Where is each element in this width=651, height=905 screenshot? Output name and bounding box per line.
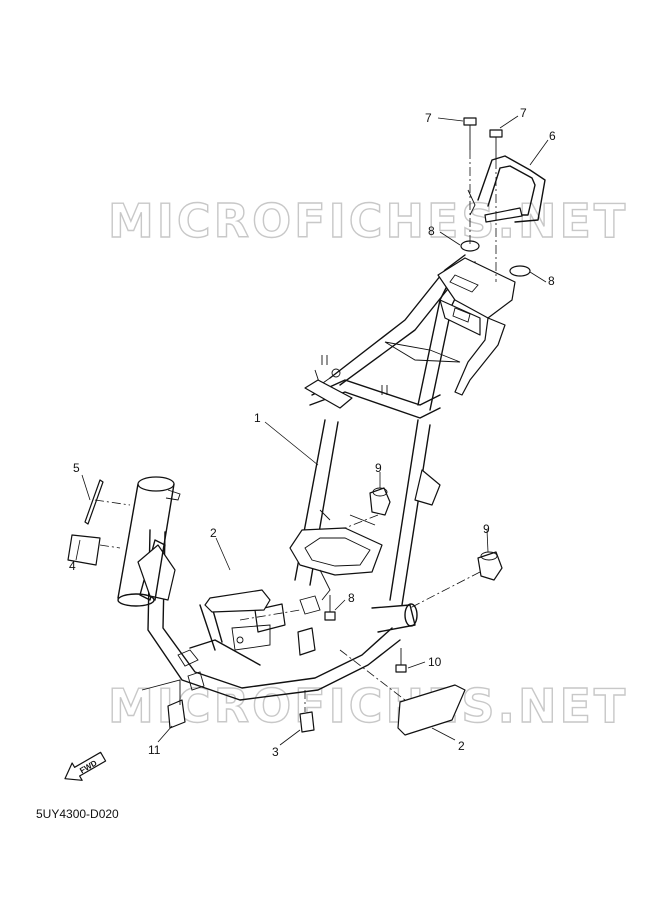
reference-code: 5UY4300-D020 [36,807,119,821]
head-pipe [117,476,181,607]
part-2-pad-lower [397,684,466,736]
leader-lines [75,115,549,746]
callout-8-center: 8 [348,591,355,605]
part-2-pad-upper [204,589,271,613]
callout-4: 4 [69,559,76,573]
part-7-bolts [463,117,503,160]
part-9-mount-upper [369,487,391,516]
callout-7-right: 7 [520,106,527,120]
part-11-pad [167,699,186,729]
callout-9-right: 9 [483,522,490,536]
part-3-pad [299,711,315,733]
assembly-lines [94,150,497,712]
watermark-top: MICROFICHES.NET [108,194,628,248]
forward-arrow-icon: FWD [64,751,107,781]
part-5-strip [84,479,104,525]
callout-5: 5 [73,461,80,475]
callout-11: 11 [148,743,161,757]
callout-8-right: 8 [548,274,555,288]
part-6-grab-bar [467,155,546,223]
callout-9-upper: 9 [375,461,382,475]
callout-2-lower: 2 [458,739,465,753]
part-10-bolt [395,648,407,673]
callout-1: 1 [254,411,261,425]
callout-10: 10 [428,655,442,669]
callout-2-upper: 2 [210,526,217,540]
part-8-cap-right [509,265,531,277]
callout-3: 3 [272,745,279,759]
callout-6: 6 [549,129,556,143]
callout-7-left: 7 [425,111,432,125]
frame-main-tubes [231,254,516,656]
callout-8-upper: 8 [428,224,435,238]
part-4-sleeve [67,534,101,566]
part-9-mount-right [477,551,503,581]
watermark-bottom: MICROFICHES.NET [108,679,628,733]
part-8-bolt-center [324,595,336,621]
